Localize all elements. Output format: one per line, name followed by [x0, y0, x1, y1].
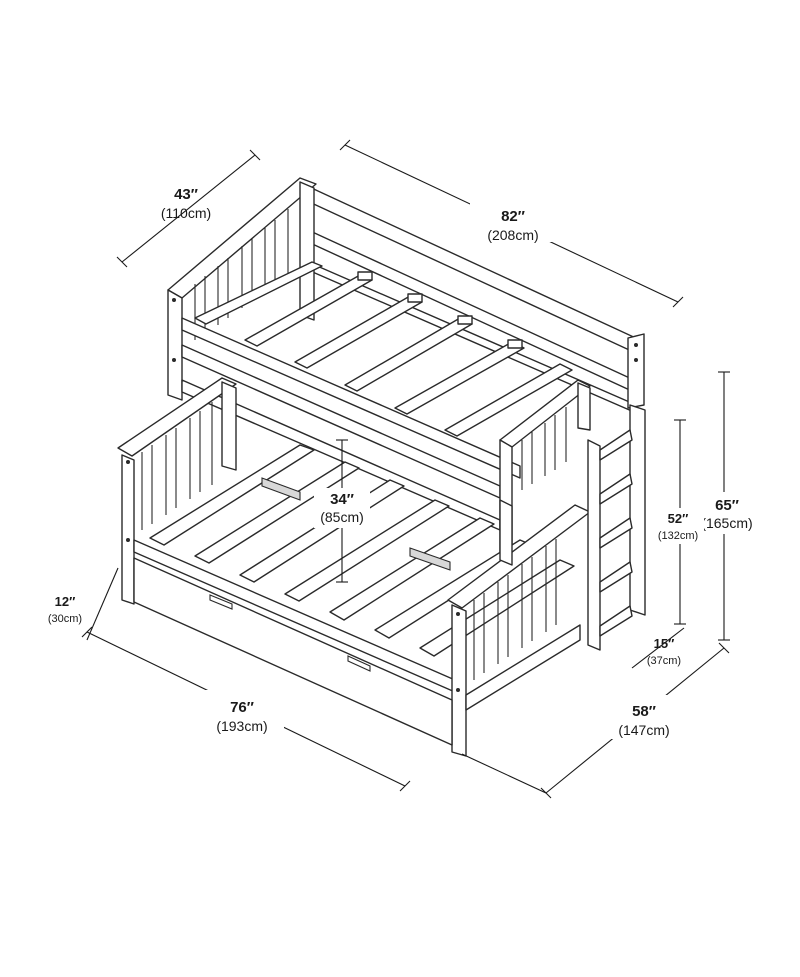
svg-text:58″: 58″: [632, 703, 656, 720]
svg-text:15″: 15″: [654, 636, 675, 651]
ladder-rung: [599, 429, 633, 461]
bottom-left-front-post: [121, 454, 135, 605]
svg-text:65″: 65″: [715, 497, 739, 514]
svg-text:(193cm): (193cm): [216, 718, 267, 734]
trundle-drawer: [133, 557, 453, 746]
svg-text:52″: 52″: [668, 511, 689, 526]
label-front-length: 76″ (193cm): [200, 690, 284, 734]
dimension-labels: 43″ (110cm) 82″ (208cm) 65″ (165cm) 52″ …: [48, 186, 760, 739]
ladder-rung: [599, 473, 633, 505]
top-mattress-slats: [194, 261, 573, 437]
trundle-handle-right: [347, 655, 371, 672]
bottom-footboard-slats: [473, 539, 557, 680]
label-ladder-height: 52″ (132cm): [652, 508, 704, 544]
bottom-right-front-post: [451, 604, 467, 757]
svg-text:76″: 76″: [230, 699, 254, 716]
svg-text:(208cm): (208cm): [487, 227, 538, 243]
ladder-rung: [599, 517, 633, 549]
ladder-rung: [599, 605, 633, 637]
ladder-right-rail: [629, 404, 646, 616]
top-left-front-post: [167, 289, 183, 401]
label-clearance: 34″ (85cm): [314, 488, 370, 528]
bottom-headboard-cap: [117, 377, 237, 457]
top-footboard-slats: [521, 407, 567, 490]
label-total-height: 65″ (165cm): [694, 492, 760, 534]
label-top-depth: 43″ (110cm): [161, 186, 211, 221]
svg-text:43″: 43″: [174, 186, 198, 203]
bottom-bunk: [117, 377, 591, 757]
svg-text:(30cm): (30cm): [48, 613, 82, 625]
top-right-back-post: [627, 333, 645, 409]
svg-text:(165cm): (165cm): [701, 515, 752, 531]
top-front-guard-rail: [181, 317, 521, 479]
label-ladder-depth: 15″ (37cm): [647, 636, 681, 667]
ladder: [587, 404, 646, 651]
svg-text:(147cm): (147cm): [618, 722, 669, 738]
label-length: 82″ (208cm): [470, 198, 556, 243]
trundle-handle-left: [209, 594, 233, 610]
top-bunk: [167, 177, 645, 566]
ladder-rung: [599, 561, 633, 593]
svg-text:(110cm): (110cm): [161, 205, 211, 221]
svg-text:(132cm): (132cm): [658, 530, 698, 542]
svg-text:(85cm): (85cm): [320, 509, 364, 525]
svg-text:34″: 34″: [330, 491, 354, 508]
label-bottom-depth: 58″ (147cm): [604, 695, 684, 739]
label-trundle-height: 12″ (30cm): [48, 594, 82, 625]
bottom-headboard-slats: [141, 402, 213, 530]
ladder-left-rail: [587, 439, 601, 651]
svg-text:(37cm): (37cm): [647, 655, 681, 667]
svg-text:12″: 12″: [55, 594, 76, 609]
svg-text:82″: 82″: [501, 208, 525, 225]
